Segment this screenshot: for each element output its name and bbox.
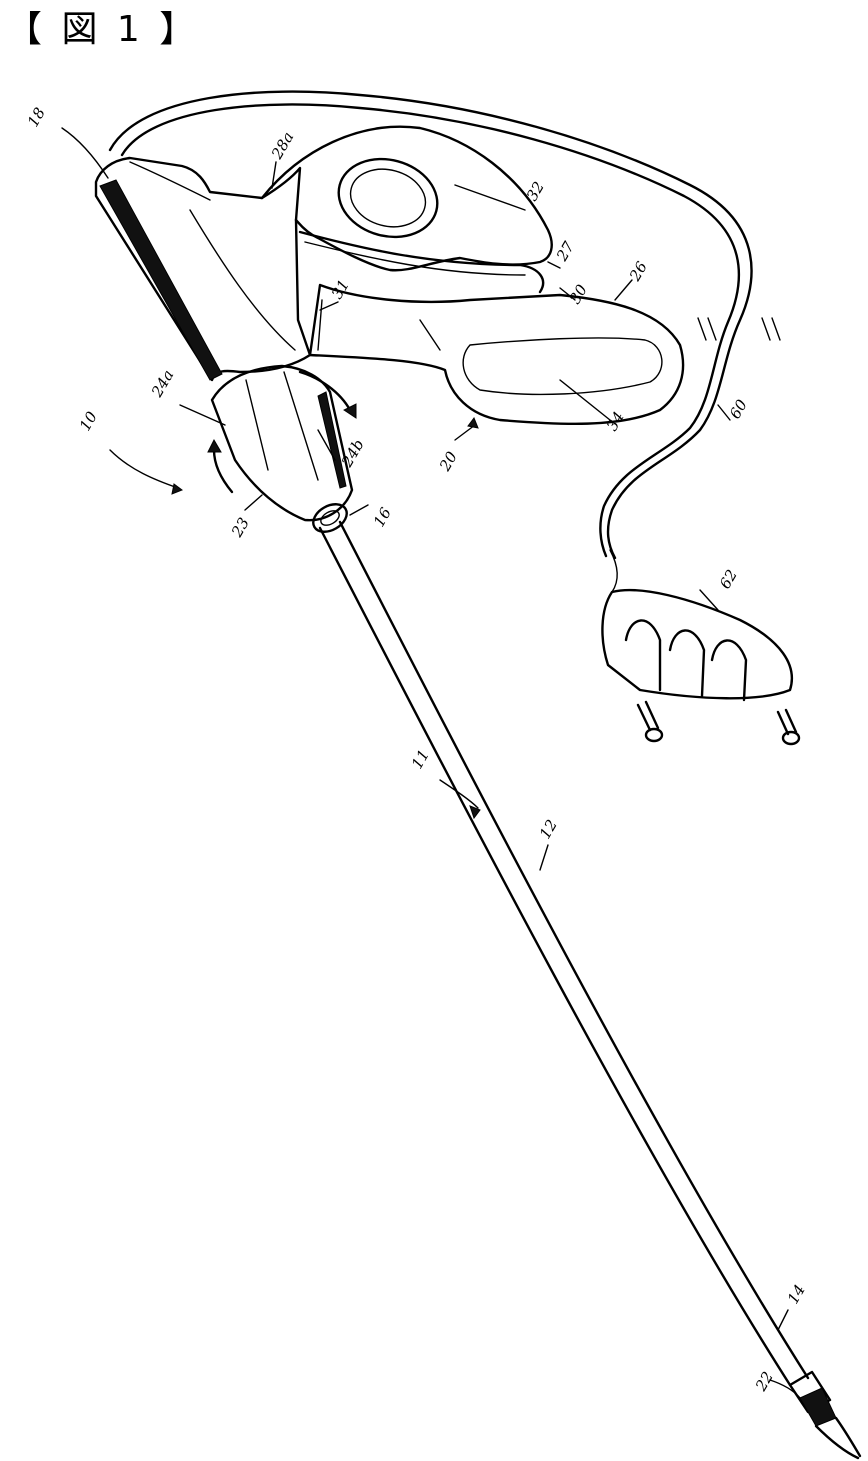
ref-32: 32 — [523, 178, 548, 204]
ref-12: 12 — [536, 816, 561, 842]
arrow-head-left — [208, 440, 221, 452]
ref-60: 60 — [726, 396, 751, 422]
ref-16: 16 — [370, 504, 395, 530]
ref-30: 30 — [566, 281, 591, 307]
ref-28a: 28a — [267, 129, 297, 163]
ref-31: 31 — [328, 276, 353, 302]
power-cable-60 — [110, 92, 780, 558]
ref-11: 11 — [408, 746, 433, 772]
reference-numerals: 18 28a 32 27 30 26 31 24a 24b 34 60 10 2… — [24, 104, 809, 1394]
ref-18: 18 — [24, 104, 49, 130]
ref-20: 20 — [435, 448, 461, 475]
ref-26: 26 — [625, 258, 651, 285]
stationary-handle-27 — [262, 127, 552, 292]
rotation-arrows — [172, 372, 480, 818]
shaft-12 — [320, 522, 808, 1385]
arrow-head-right — [344, 404, 356, 418]
connector-plug-62 — [602, 550, 799, 744]
end-effector-22 — [790, 1372, 860, 1458]
ref-10: 10 — [76, 408, 101, 434]
ref-34: 34 — [603, 408, 628, 434]
ref-23: 23 — [227, 514, 253, 540]
ref-27: 27 — [552, 238, 578, 265]
rotation-arrow-left — [214, 450, 232, 492]
ref-24a: 24a — [147, 367, 177, 401]
arrow-head-20 — [468, 418, 478, 428]
movable-handle-26 — [310, 285, 683, 424]
ref-62: 62 — [716, 566, 741, 592]
ref-14: 14 — [784, 1281, 809, 1307]
arrow-head-10 — [172, 484, 182, 494]
handle-housing-18 — [96, 158, 310, 380]
ref-22: 22 — [751, 1368, 777, 1394]
